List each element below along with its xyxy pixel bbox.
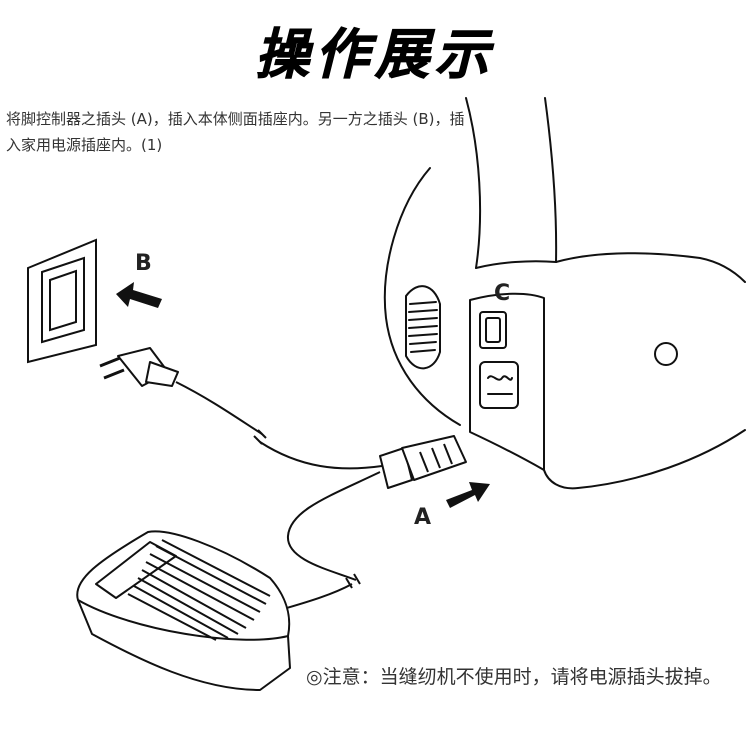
label-b: B bbox=[135, 251, 152, 276]
arrow-b-icon bbox=[116, 282, 162, 308]
power-cord bbox=[175, 381, 383, 470]
foot-controller-icon bbox=[76, 530, 291, 691]
controller-cord bbox=[279, 471, 381, 611]
sewing-machine-icon bbox=[383, 97, 746, 490]
page-title: 操作展示 bbox=[255, 23, 495, 87]
caution-note: ◎注意：当缝纫机不使用时，请将电源插头拔掉。 bbox=[306, 666, 722, 688]
instruction-text: 将脚控制器之插头 (A)，插入本体侧面插座内。另一方之插头 (B)，插入家用电源… bbox=[6, 110, 465, 154]
label-c: C bbox=[494, 281, 510, 306]
connector-plug-icon bbox=[379, 435, 467, 489]
power-plug-icon bbox=[99, 347, 179, 387]
label-a: A bbox=[414, 505, 431, 530]
arrow-a-icon bbox=[446, 482, 490, 508]
wall-outlet-icon bbox=[27, 238, 97, 364]
